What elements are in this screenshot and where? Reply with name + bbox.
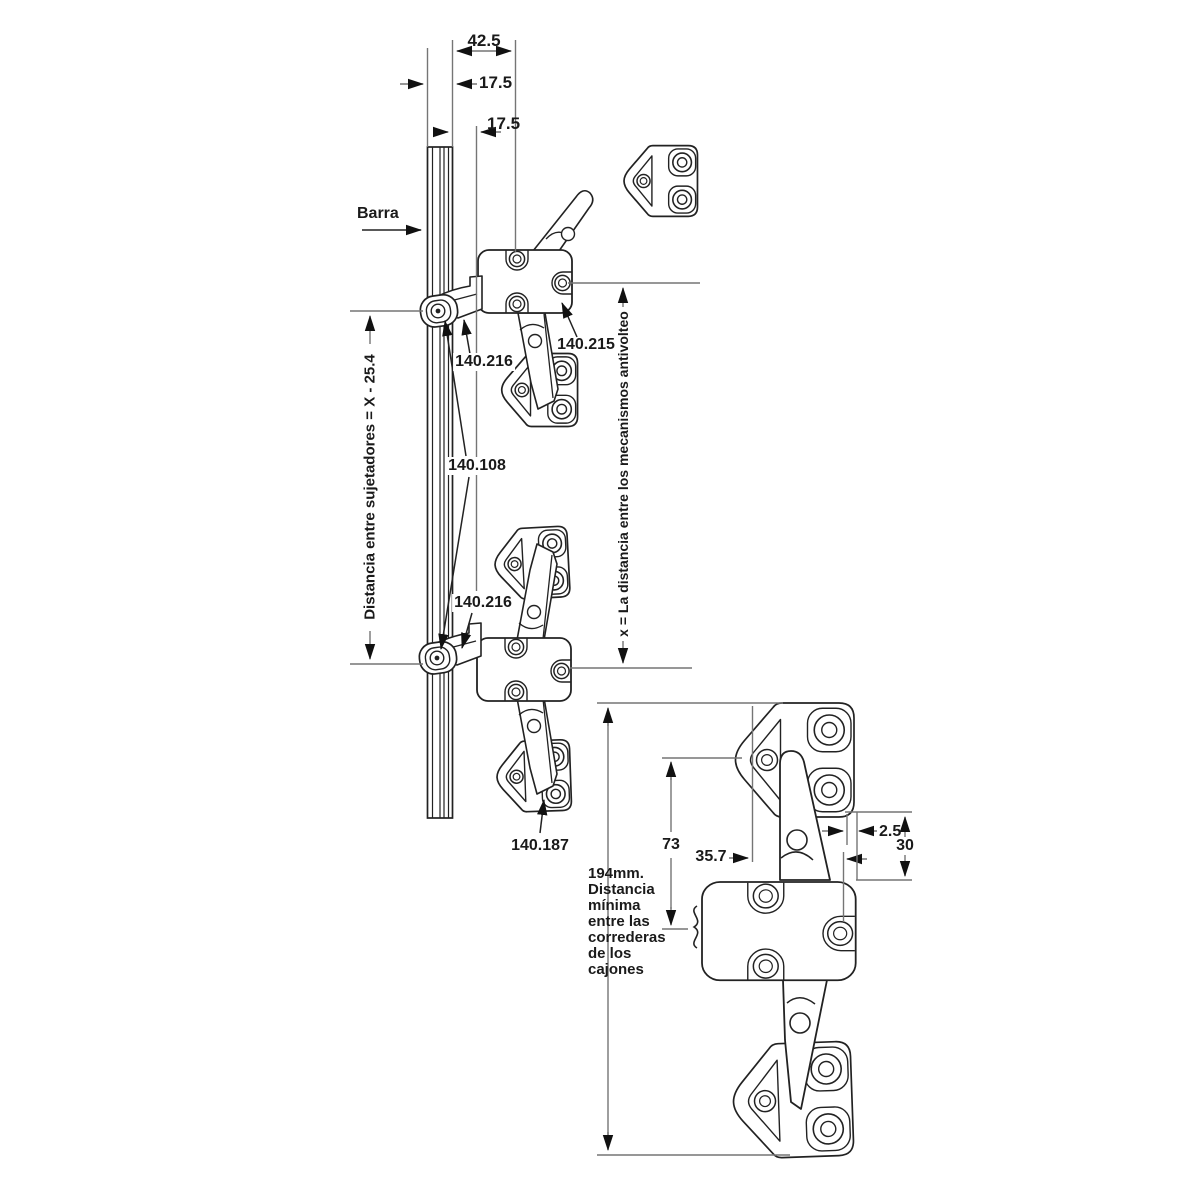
dim-17-5a-label: 17.5 (479, 73, 513, 92)
note-line-7: cajones (588, 961, 644, 978)
dim-42-5-label: 42.5 (467, 31, 501, 50)
dim-73-label: 73 (660, 836, 682, 854)
detail-mechanism (700, 701, 858, 1161)
part-label-140-216-upper: 140.216 (453, 353, 515, 371)
upper-mech-upper-lever (532, 189, 594, 252)
dim-35-7-label: 35.7 (695, 848, 727, 865)
part-label-140-108: 140.108 (446, 457, 508, 475)
detail-switch-body (700, 880, 858, 982)
detached-bracket (623, 144, 699, 218)
leader-140-187 (537, 799, 548, 834)
leader-lines (362, 224, 578, 834)
note-line-1: 194mm. (588, 865, 644, 882)
barra-label: Barra (357, 205, 399, 222)
leader-140-216-lower (461, 612, 473, 649)
leader-140-108-up (442, 320, 467, 457)
part-label-140-216-lower: 140.216 (452, 594, 514, 612)
dim-right-vertical-label: x = La distancia entre los mecanismos an… (615, 311, 631, 637)
leader-140-108-down (438, 476, 470, 650)
dim-left-vertical-label: Distancia entre sujetadores = X - 25.4 (361, 354, 379, 620)
leader-140-216-upper (461, 319, 472, 355)
lower-mech-switch-body (476, 637, 572, 702)
note-line-3: mínima (588, 897, 641, 914)
note-line-6: de los (588, 945, 632, 962)
part-label-140-215: 140.215 (557, 336, 615, 353)
upper-mechanism (417, 189, 594, 428)
leader-140-215 (561, 302, 578, 338)
note-194mm: 194mm. Distancia mínima entre las corred… (588, 866, 680, 978)
note-line-2: Distancia (588, 881, 655, 898)
part-label-140-187: 140.187 (511, 837, 569, 854)
dim-2-5-label: 2.5 (879, 823, 902, 840)
bar-rail (426, 146, 454, 819)
edge-break-symbol (692, 905, 699, 949)
dim-30-label: 30 (894, 837, 916, 855)
upper-mech-switch-body (477, 249, 573, 314)
note-line-4: entre las (588, 913, 650, 930)
note-line-5: correderas (588, 929, 666, 946)
dim-17-5b-label: 17.5 (487, 114, 521, 133)
